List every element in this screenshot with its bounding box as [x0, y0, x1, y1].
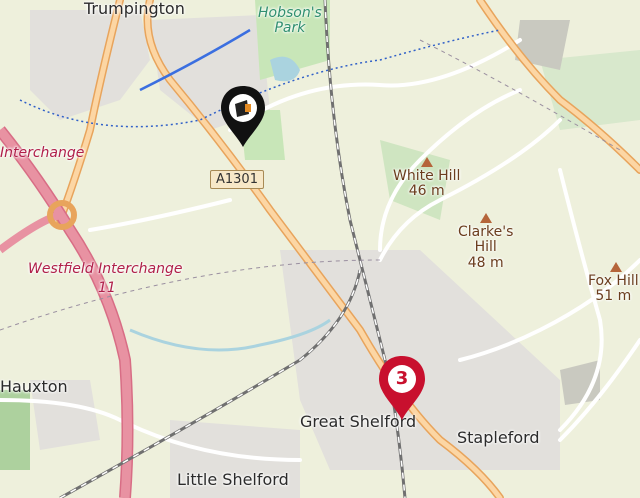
- hill-name: Fox Hill: [588, 273, 639, 289]
- junction-label-westfield: Westfield Interchange: [28, 261, 183, 277]
- place-label-little-shelford: Little Shelford: [177, 470, 289, 489]
- hill-clarkes-hill: Clarke's Hill 48 m: [458, 213, 513, 271]
- park-label: Hobson's Park: [258, 5, 322, 37]
- place-label-great-shelford: Great Shelford: [300, 412, 417, 431]
- hill-name-line2: Hill: [474, 239, 497, 256]
- numbered-pin-icon[interactable]: 3: [377, 354, 427, 422]
- camera-pin-icon[interactable]: [218, 84, 268, 150]
- place-label-trumpington: Trumpington: [84, 0, 185, 18]
- hill-elevation: 46 m: [408, 183, 445, 200]
- place-label-stapleford: Stapleford: [457, 428, 540, 447]
- peak-triangle-icon: [479, 213, 492, 223]
- hill-white-hill: White Hill 46 m: [393, 157, 460, 200]
- numbered-pin-label: 3: [395, 368, 409, 389]
- hill-elevation: 51 m: [595, 288, 632, 305]
- place-label-hauxton: Hauxton: [0, 377, 68, 396]
- hill-name-line1: Clarke's: [458, 224, 514, 240]
- junction-number-label: 11: [98, 280, 116, 296]
- junction-label-interchange: Interchange: [0, 145, 85, 161]
- hill-elevation: 48 m: [467, 254, 504, 271]
- hill-name: White Hill: [393, 168, 461, 184]
- park-label-line1: Hobson's: [258, 5, 322, 21]
- road-shield-a1301: A1301: [210, 170, 264, 189]
- park-label-line2: Park: [274, 20, 306, 37]
- hill-fox-hill: Fox Hill 51 m: [588, 262, 639, 305]
- numbered-pin-graphic: [379, 356, 425, 420]
- peak-triangle-icon: [610, 262, 622, 272]
- camera-pin-graphic: [221, 86, 265, 147]
- peak-triangle-icon: [420, 157, 433, 167]
